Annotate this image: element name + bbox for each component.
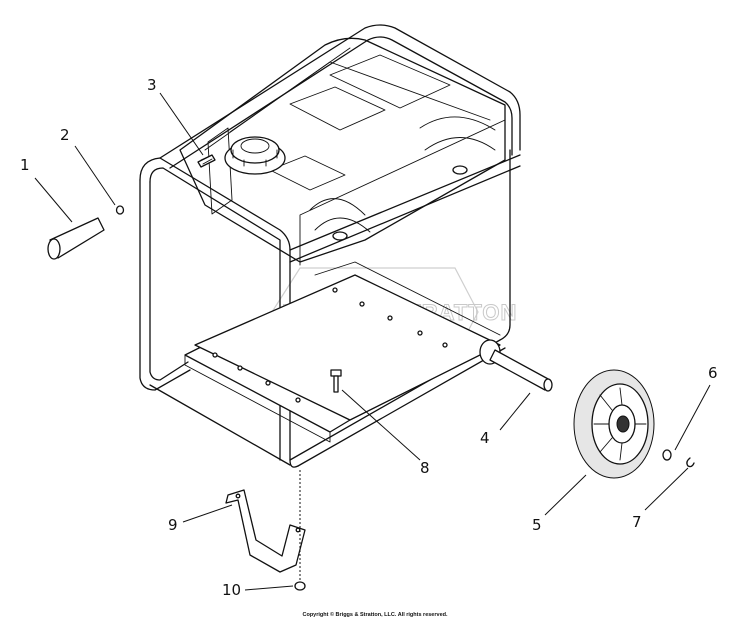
hex-nut	[294, 581, 306, 591]
base-cradle	[184, 261, 501, 443]
callout-6: 6	[708, 364, 718, 382]
frame	[139, 24, 521, 468]
retaining-clip	[686, 457, 695, 468]
handle-grip	[47, 217, 105, 260]
callout-8: 8	[420, 459, 430, 477]
leader-lines	[34, 92, 711, 591]
tank-bolt	[197, 154, 216, 168]
callouts: 1 2 3 4 5 6 7 8 9 10	[20, 76, 718, 599]
axle	[489, 349, 553, 392]
mount-grommet	[452, 165, 468, 175]
callout-7: 7	[632, 513, 642, 531]
callout-4: 4	[480, 429, 490, 447]
callout-3: 3	[147, 76, 157, 94]
support-bracket	[225, 489, 306, 573]
callout-5: 5	[532, 516, 542, 534]
washer-small	[115, 205, 125, 215]
callout-1: 1	[20, 156, 30, 174]
wheel-washer	[662, 449, 672, 461]
callout-2: 2	[60, 126, 70, 144]
mount-grommet	[332, 231, 348, 241]
callout-10: 10	[222, 581, 241, 599]
wheel	[573, 369, 655, 479]
callout-9: 9	[168, 516, 178, 534]
fuel-cap	[224, 136, 286, 175]
cradle-bolt	[330, 369, 342, 393]
cradle-holes	[212, 287, 448, 403]
copyright-notice: Copyright © Briggs & Stratton, LLC. All …	[302, 612, 448, 618]
